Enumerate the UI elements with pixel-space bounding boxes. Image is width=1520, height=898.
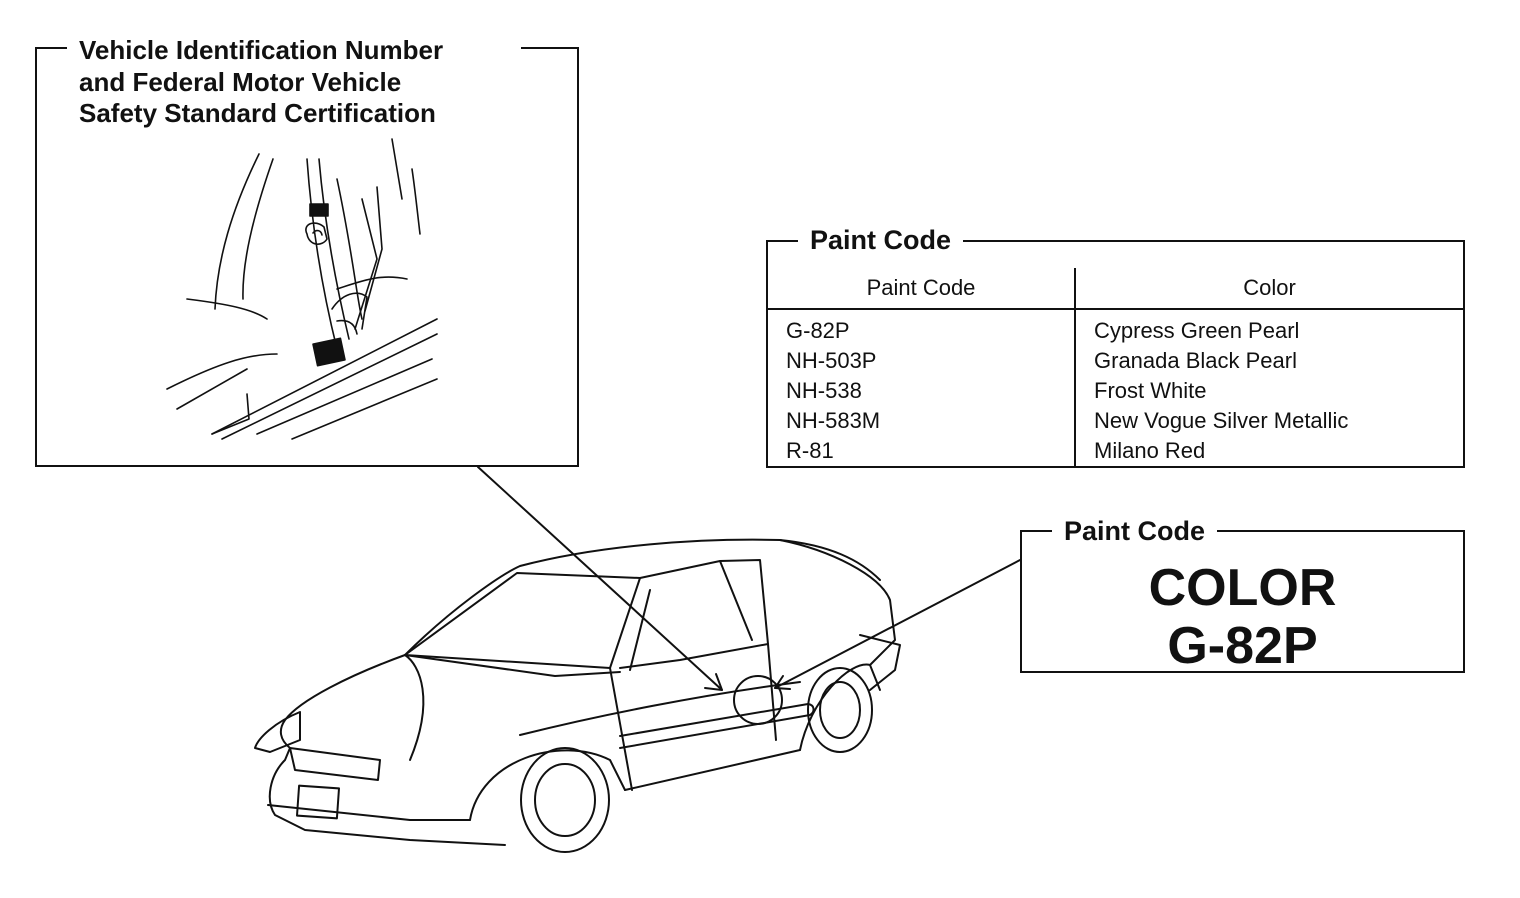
door-jamb-illustration	[166, 138, 438, 440]
paint-code-table-panel: Paint Code Paint Code Color G-82P Cypres…	[766, 224, 1465, 468]
front-tire	[520, 747, 610, 853]
car-beltline	[404, 654, 621, 677]
paint-code-label-title: Paint Code	[1052, 515, 1218, 548]
rear-quarter	[779, 539, 896, 666]
table-row: NH-538 Frost White	[768, 376, 1463, 406]
hood-crease	[404, 654, 425, 761]
side-molding	[619, 703, 815, 749]
paint-code-leader-arrow	[774, 675, 791, 690]
certification-label	[309, 203, 329, 217]
paint-code-table: Paint Code Color G-82P Cypress Green Pea…	[768, 268, 1463, 466]
door-striker-icon	[305, 222, 328, 245]
rear-bumper	[859, 634, 901, 691]
grille-outline	[289, 747, 381, 781]
rear-window-pillar	[719, 560, 753, 641]
paint-code-cell: NH-538	[768, 376, 1076, 406]
color-name-cell: Milano Red	[1094, 438, 1206, 463]
paint-code-cell: NH-503P	[768, 346, 1076, 376]
table-row: R-81 Milano Red	[768, 436, 1463, 466]
vin-panel: Vehicle Identification Number and Federa…	[35, 35, 579, 467]
vin-title-line-1: Vehicle Identification Number	[79, 35, 444, 65]
front-wheel-arch	[469, 749, 626, 821]
paint-label-color-text: COLOR	[1148, 559, 1337, 617]
door-rear-edge	[767, 643, 777, 741]
vin-panel-title: Vehicle Identification Number and Federa…	[67, 35, 521, 131]
color-name-cell: Granada Black Pearl	[1094, 348, 1297, 373]
paint-code-cell: NH-583M	[768, 406, 1076, 436]
table-row: NH-503P Granada Black Pearl	[768, 346, 1463, 376]
color-name-cell: New Vogue Silver Metallic	[1094, 408, 1349, 433]
paint-code-leader-line	[774, 559, 1021, 689]
paint-code-location-circle	[733, 675, 783, 725]
table-row: G-82P Cypress Green Pearl	[768, 309, 1463, 346]
vin-plate	[312, 337, 346, 367]
paint-code-label-panel: Paint Code COLOR G-82P	[1020, 515, 1465, 675]
car-roof-outline	[404, 538, 881, 656]
paint-code-cell: R-81	[768, 436, 1076, 466]
paint-code-table-title: Paint Code	[798, 224, 964, 257]
table-header-row: Paint Code Color	[768, 268, 1463, 310]
rear-rim	[819, 681, 861, 739]
door-line	[609, 667, 633, 791]
vin-title-line-3: Safety Standard Certification	[79, 98, 436, 129]
headlight	[254, 711, 301, 753]
column-header-paint-code: Paint Code	[768, 268, 1076, 310]
rocker-line	[624, 749, 801, 791]
rear-tire	[807, 667, 873, 753]
vin-title-line-2: and Federal Motor Vehicle	[79, 66, 402, 97]
column-header-color: Color	[1075, 268, 1463, 310]
table-row: NH-583M New Vogue Silver Metallic	[768, 406, 1463, 436]
hood-outline	[279, 654, 406, 749]
door-window-outline	[619, 559, 769, 669]
front-rim	[534, 763, 596, 837]
vin-leader-line	[477, 466, 723, 691]
front-face	[268, 747, 506, 846]
windshield-outline	[404, 572, 641, 669]
b-pillar	[629, 589, 651, 671]
bumper-line	[267, 804, 471, 821]
color-name-cell: Cypress Green Pearl	[1094, 318, 1300, 343]
paint-label-code-text: G-82P	[1167, 617, 1318, 675]
side-body-line	[519, 681, 801, 736]
color-name-cell: Frost White	[1094, 378, 1207, 403]
license-plate	[296, 784, 340, 820]
vin-leader-arrow	[704, 673, 723, 691]
paint-code-cell: G-82P	[768, 309, 1076, 346]
